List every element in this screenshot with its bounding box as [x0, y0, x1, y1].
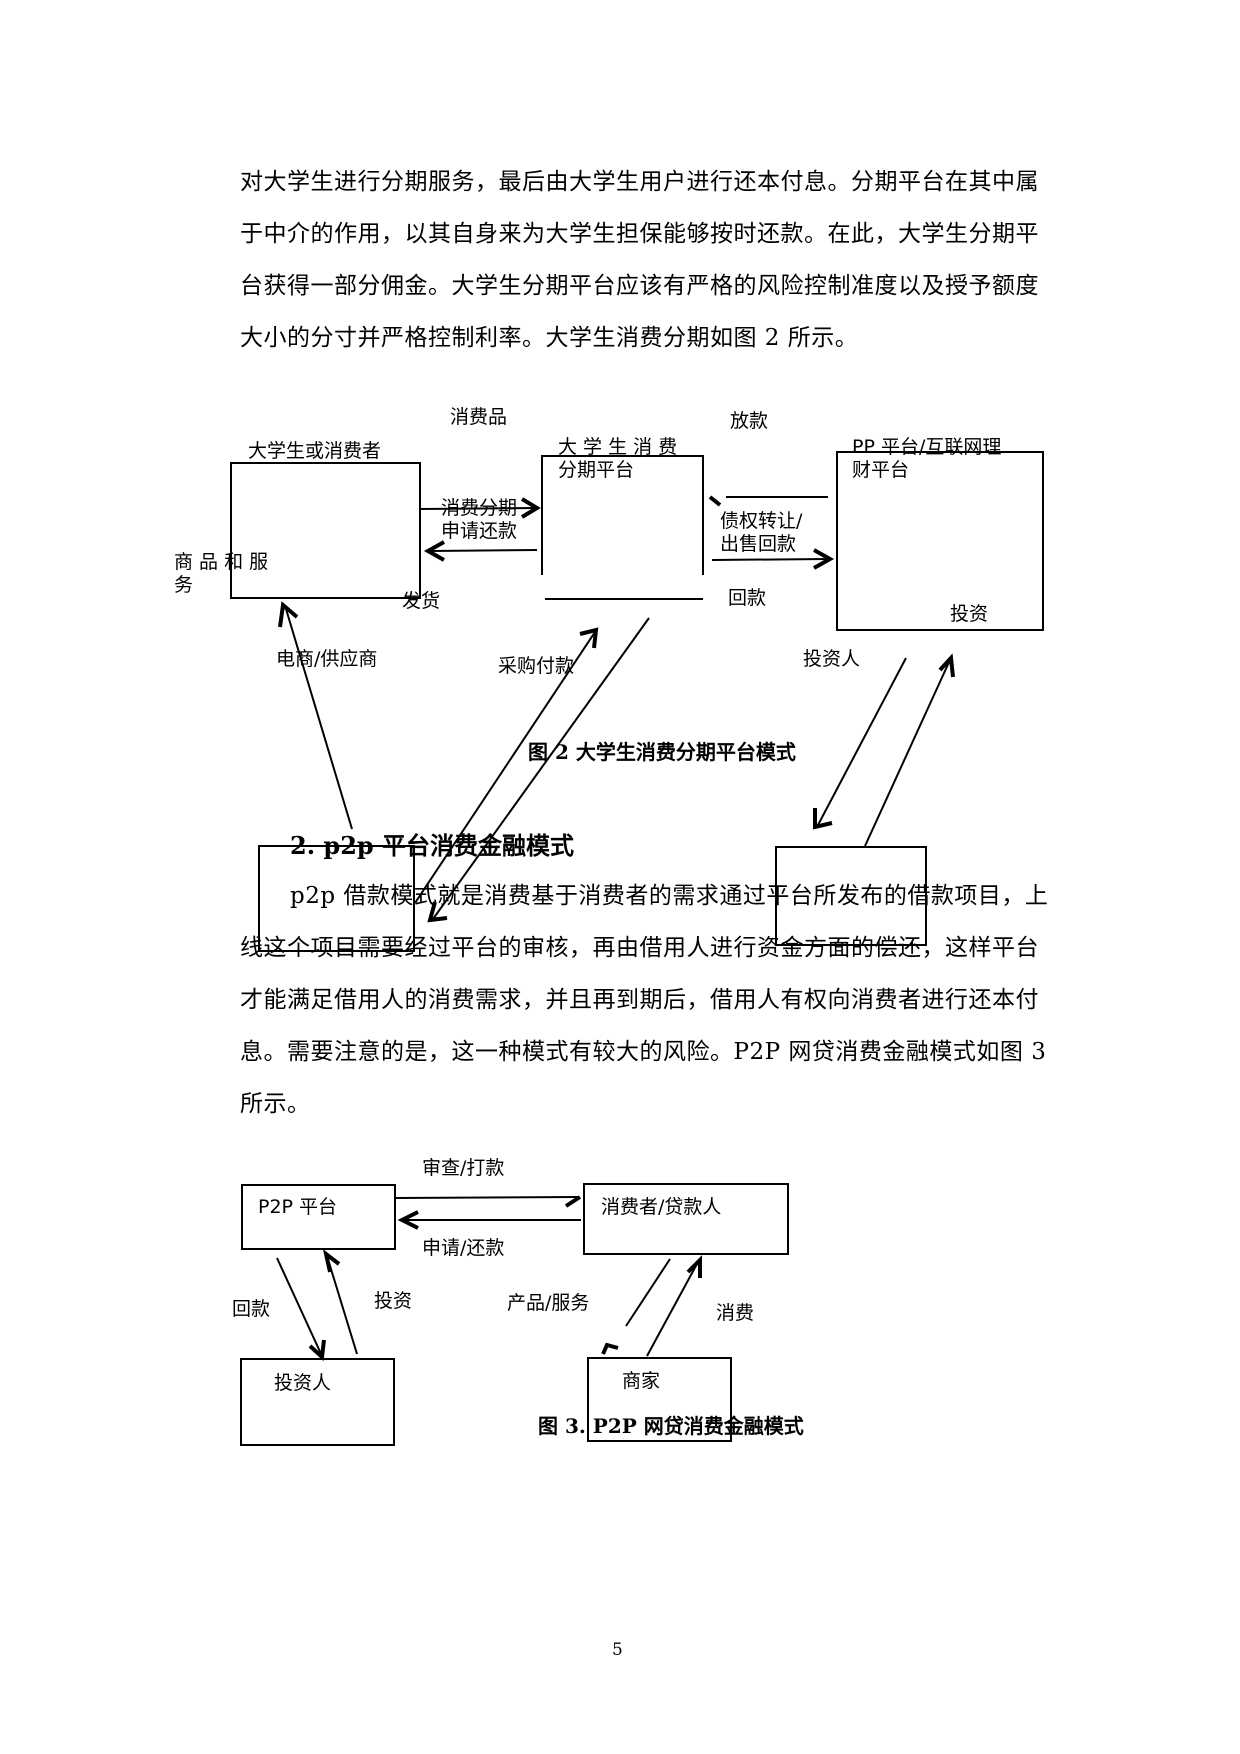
text-line: 所示。 — [240, 1091, 311, 1117]
node-investor-label: 投资人 — [803, 648, 861, 670]
figure-2-caption: 图 2 大学生消费分期平台模式 — [528, 740, 796, 764]
node-borrower-label: 消费者/贷款人 — [601, 1196, 722, 1218]
page-number: 5 — [612, 1640, 623, 1660]
node-investor-3 — [240, 1358, 395, 1446]
section-heading: 2. p2p 平台消费金融模式 — [290, 831, 575, 860]
text-line: 大小的分寸并严格控制利率。大学生消费分期如图 2 所示。 — [240, 325, 859, 351]
node-merchant-supplier-label: 电商/供应商 — [276, 648, 378, 670]
node-pp-platform-label-2: 财平台 — [852, 459, 910, 481]
edge-label-goods: 消费品 — [450, 406, 508, 428]
figure-3-caption: 图 3. P2P 网贷消费金融模式 — [538, 1414, 804, 1438]
node-p2p-platform — [241, 1184, 396, 1250]
edge-label-transfer-2: 出售回款 — [720, 533, 797, 555]
node-consumer-label: 大学生或消费者 — [248, 440, 382, 462]
node-merchant-3-label: 商家 — [622, 1370, 661, 1392]
edge-label-ship: 发货 — [402, 590, 441, 612]
edge-label-invest: 投资 — [950, 603, 989, 625]
paragraph-intro: 对大学生进行分期服务，最后由大学生用户进行还本付息。分期平台在其中属 于中介的作… — [240, 156, 1100, 364]
edge-label-repayment: 回款 — [728, 587, 767, 609]
node-borrower — [583, 1183, 789, 1255]
node-consumer — [230, 462, 421, 599]
node-installment-platform-label-2: 分期平台 — [558, 459, 635, 481]
node-investor-3-label: 投资人 — [274, 1372, 332, 1394]
edge-label-review-pay: 审查/打款 — [422, 1157, 505, 1179]
edge-label-apply-repay: 申请/还款 — [422, 1237, 505, 1259]
edge-label-installment-2: 申请还款 — [441, 520, 518, 542]
node-installment-platform-label-1: 大 学 生 消 费 — [558, 436, 678, 458]
edge-label-loan: 放款 — [730, 410, 769, 432]
node-investor — [775, 846, 927, 946]
edge-label-product-service: 产品/服务 — [507, 1292, 590, 1314]
text-line: 对大学生进行分期服务，最后由大学生用户进行还本付息。分期平台在其中属 — [240, 169, 1039, 195]
text-line: 息。需要注意的是，这一种模式有较大的风险。P2P 网贷消费金融模式如图 3 — [240, 1039, 1047, 1065]
edge-label-transfer-1: 债权转让/ — [720, 510, 803, 532]
edge-label-repayment-3: 回款 — [232, 1298, 271, 1320]
edge-label-consume: 消费 — [716, 1302, 755, 1324]
text-line: p2p 借款模式就是消费基于消费者的需求通过平台所发布的借款项目，上 — [290, 883, 1049, 909]
text-line: 于中介的作用，以其自身来为大学生担保能够按时还款。在此，大学生分期平 — [240, 221, 1039, 247]
edge-label-purchase-pay: 采购付款 — [498, 655, 575, 677]
edge-label-goods-services-1: 商 品 和 服 — [174, 551, 269, 573]
text-line: 台获得一部分佣金。大学生分期平台应该有严格的风险控制准度以及授予额度 — [240, 273, 1039, 299]
node-merchant-supplier — [258, 845, 415, 952]
edge-label-goods-services-2: 务 — [174, 574, 194, 596]
node-p2p-platform-label: P2P 平台 — [258, 1196, 338, 1218]
node-installment-platform — [541, 455, 704, 575]
node-merchant-3 — [587, 1357, 732, 1442]
paragraph-p2p: p2p 借款模式就是消费基于消费者的需求通过平台所发布的借款项目，上 线这个项目… — [240, 870, 1100, 1130]
edge-label-invest-3: 投资 — [374, 1290, 413, 1312]
text-line: 线这个项目需要经过平台的审核，再由借用人进行资金方面的偿还，这样平台 — [240, 935, 1039, 961]
text-line: 才能满足借用人的消费需求，并且再到期后，借用人有权向消费者进行还本付 — [240, 987, 1039, 1013]
node-pp-platform-label-1: PP 平台/互联网理 — [852, 436, 1002, 458]
node-pp-platform — [836, 451, 1044, 631]
